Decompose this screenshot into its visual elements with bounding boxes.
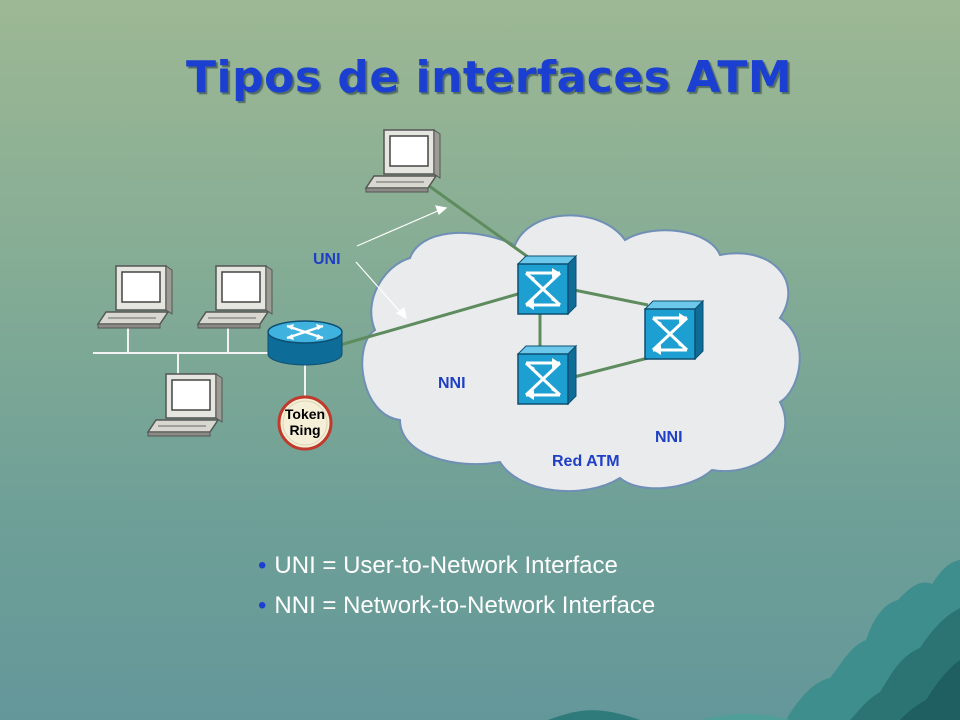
atm-switch-icon [516,254,578,316]
mountain-decoration [548,560,960,720]
token-ring-label-line2: Ring [289,422,320,438]
nni-label-right: NNI [655,429,683,446]
computer-icon [365,129,441,193]
atm-switch-icon [516,344,578,406]
network-label: Red ATM [552,453,620,470]
atm-switch-icon [643,299,705,361]
bullet-text: UNI = User-to-Network Interface [274,552,618,579]
computer-icon [197,265,273,329]
token-ring-icon: Token Ring [277,395,333,451]
bullet-dot-icon: • [258,552,267,579]
token-ring-label-line1: Token [285,406,325,422]
computer-icon [97,265,173,329]
bullet-text: NNI = Network-to-Network Interface [274,592,656,619]
uni-label: UNI [313,251,341,268]
slide-title: Tipos de interfaces ATM [186,52,793,103]
nni-label-left: NNI [438,375,466,392]
bullet-item: • UNI = User-to-Network Interface [258,546,655,586]
bullet-dot-icon: • [258,592,267,619]
links [339,176,649,379]
router-icon [267,320,343,366]
bullet-list: • UNI = User-to-Network Interface • NNI = … [258,546,655,626]
computer-icon [147,373,223,437]
uni-arrows [355,205,448,320]
atm-cloud-icon [361,214,801,493]
bullet-item: • NNI = Network-to-Network Interface [258,586,655,626]
